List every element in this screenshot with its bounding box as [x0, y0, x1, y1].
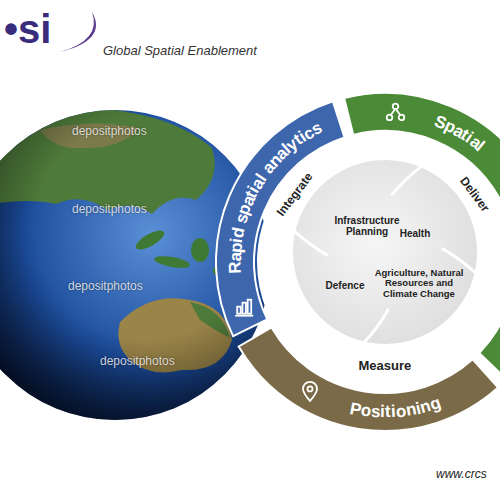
letter: R [227, 261, 244, 274]
network-icon [387, 104, 405, 121]
pin [303, 382, 317, 401]
sector-node: Health [385, 228, 445, 240]
icon-holder [303, 382, 317, 401]
ocean [0, 110, 270, 420]
sector-node: Agriculture, Natural Resources and Clima… [371, 268, 467, 301]
pin-hole [308, 386, 313, 391]
icon-holder [387, 104, 405, 121]
logo-text: •si [4, 6, 51, 52]
website: www.crcs [436, 468, 487, 482]
letter: s [370, 403, 381, 421]
chart-icon [235, 300, 253, 316]
letter: i [380, 403, 385, 420]
tagline: Global Spatial Enablement [103, 44, 257, 59]
axis [235, 315, 253, 317]
sector-node: Defence [315, 280, 375, 292]
icon-holder [235, 300, 253, 316]
watermark: depositphotos [68, 280, 143, 294]
watermark: depositphotos [100, 355, 175, 369]
dot [399, 115, 405, 121]
bar [237, 307, 241, 314]
dot [393, 104, 399, 110]
logo-swoosh [60, 12, 96, 52]
cycle-step: Measure [359, 359, 412, 374]
letter: a [227, 252, 244, 262]
letter: t [385, 403, 391, 420]
inner-disk: IntegrateDeliverMeasureInfrastructure Pl… [257, 134, 500, 390]
sector-node: Infrastructure Planning [322, 215, 412, 238]
pin-icon [303, 382, 317, 401]
bar [242, 303, 246, 314]
sector-label: Health [385, 228, 445, 240]
watermark: depositphotos [72, 125, 147, 139]
dot [387, 115, 393, 121]
globe-shade [0, 110, 270, 420]
sector-label: Infrastructure Planning [322, 215, 412, 238]
watermark: depositphotos [72, 203, 147, 217]
pinwheel [257, 134, 500, 390]
pinwheel-disk [293, 160, 477, 344]
sector-label: Agriculture, Natural Resources and Clima… [371, 268, 467, 301]
bar [248, 300, 252, 314]
pinwheel-swirl [294, 231, 327, 255]
pinwheel-swirl [364, 310, 388, 343]
pinwheel-swirl [392, 166, 421, 194]
sector-label: Defence [315, 280, 375, 292]
